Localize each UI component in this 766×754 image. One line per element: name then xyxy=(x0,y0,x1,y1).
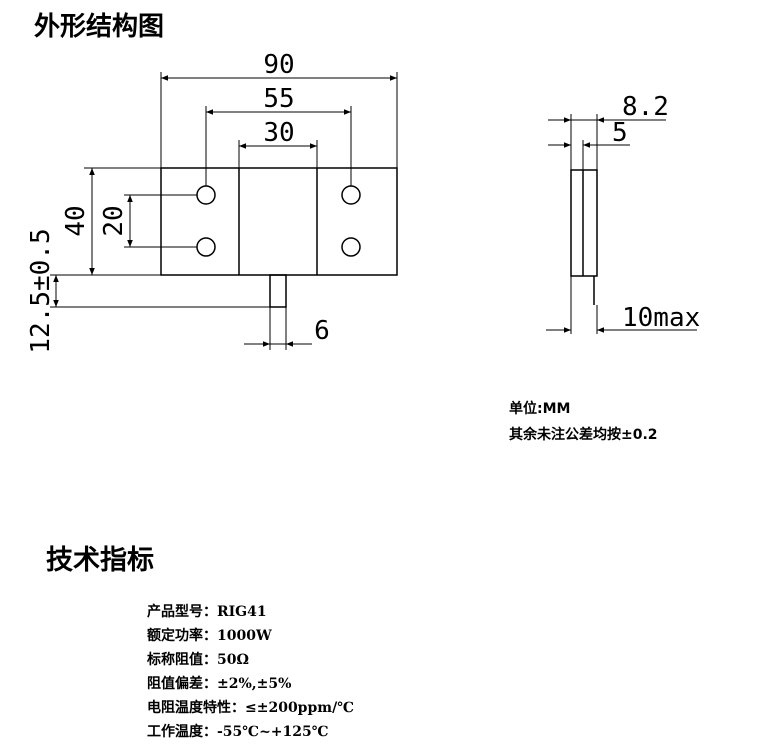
mount-hole-bottom-left xyxy=(196,237,216,257)
spec-row-power: 额定功率：1000W xyxy=(147,624,354,648)
unit-note: 单位:MM xyxy=(509,401,571,417)
dim-total-width: 90 xyxy=(263,50,294,80)
spec-row-tolerance: 阻值偏差：±2%,±5% xyxy=(147,672,354,696)
side-dimension-lines xyxy=(546,114,697,334)
spec-value: 1000W xyxy=(217,628,272,644)
dim-side-plate: 5 xyxy=(612,118,628,148)
tolerance-note: 其余未注公差均按±0.2 xyxy=(509,427,658,443)
mount-hole-top-right xyxy=(341,185,361,205)
spec-label: 电阻温度特性： xyxy=(147,700,245,716)
side-view xyxy=(570,169,598,305)
tech-spec-title: 技术指标 xyxy=(46,545,154,576)
spec-label: 标称阻值： xyxy=(147,652,217,668)
dim-center-width: 30 xyxy=(263,118,294,148)
mount-hole-top-left xyxy=(196,185,216,205)
side-body-outline xyxy=(570,169,598,277)
spec-label: 额定功率： xyxy=(147,628,217,644)
front-view xyxy=(160,167,398,308)
front-dimension-lines xyxy=(50,72,398,350)
dim-side-thickness: 8.2 xyxy=(622,92,669,122)
spec-row-resistance: 标称阻值：50Ω xyxy=(147,648,354,672)
dim-lead-width: 6 xyxy=(314,316,330,346)
outline-drawing-title: 外形结构图 xyxy=(34,12,165,42)
dim-height: 40 xyxy=(61,205,91,236)
spec-value: ±2%,±5% xyxy=(217,676,292,692)
dim-hole-spacing-v: 20 xyxy=(99,205,129,236)
spec-row-model: 产品型号：RIG41 xyxy=(147,600,354,624)
spec-value: 50Ω xyxy=(217,652,249,668)
spec-list: 产品型号：RIG41 额定功率：1000W 标称阻值：50Ω 阻值偏差：±2%,… xyxy=(147,600,354,744)
spec-row-tcr: 电阻温度特性：≤±200ppm/℃ xyxy=(147,696,354,720)
dimension-drawing: 90 55 30 40 20 12.5±0.5 6 8.2 5 10max xyxy=(26,50,700,354)
spec-label: 工作温度： xyxy=(147,724,217,740)
spec-label: 阻值偏差： xyxy=(147,676,217,692)
spec-value: -55℃~+125℃ xyxy=(217,724,329,740)
spec-value: ≤±200ppm/℃ xyxy=(245,700,354,716)
spec-value: RIG41 xyxy=(217,604,267,620)
spec-label: 产品型号： xyxy=(147,604,217,620)
dim-hole-spacing-h: 55 xyxy=(263,84,294,114)
resistor-body-outline xyxy=(160,167,398,276)
mount-hole-bottom-right xyxy=(341,237,361,257)
lead-terminal xyxy=(269,274,287,308)
dim-side-max: 10max xyxy=(622,303,700,333)
dim-lead-length: 12.5±0.5 xyxy=(26,228,56,353)
spec-row-temperature: 工作温度：-55℃~+125℃ xyxy=(147,720,354,744)
